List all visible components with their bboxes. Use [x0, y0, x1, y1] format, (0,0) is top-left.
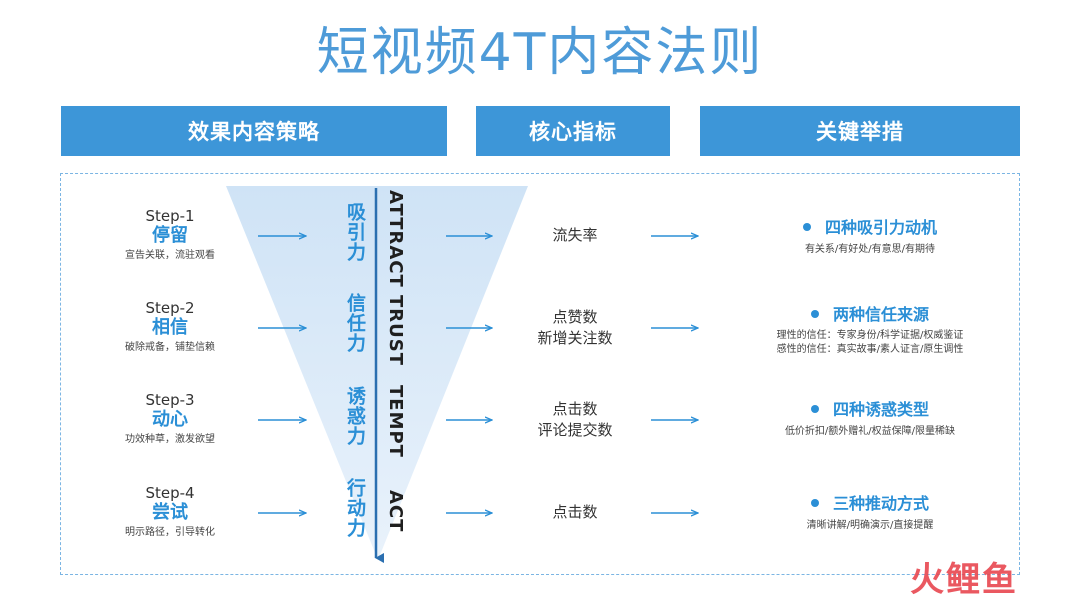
action-1-desc-1: 有关系/有好处/有意思/有期待 — [804, 244, 936, 255]
bullet-icon — [810, 404, 819, 413]
step-1-name: 停留 — [152, 225, 188, 246]
force-tempt-en: TEMPT — [385, 385, 406, 458]
force-attract-cn: 吸引力 — [344, 202, 366, 262]
step-2-name: 相信 — [152, 317, 188, 338]
action-1-title: 四种吸引力动机 — [824, 218, 937, 237]
step-4: Step-4 尝试 明示路径，引导转化 — [110, 484, 230, 540]
force-tempt-cn: 诱惑力 — [344, 386, 366, 446]
metric-1: 流失率 — [515, 225, 635, 246]
force-attract-en: ATTRACT — [385, 190, 406, 288]
step-1-label: Step-1 — [145, 207, 195, 225]
metric-3-line-1: 点击数 — [552, 400, 598, 418]
force-trust-cn: 信任力 — [344, 293, 366, 353]
metric-2: 点赞数 新增关注数 — [515, 307, 635, 349]
metric-3-line-2: 评论提交数 — [537, 421, 613, 439]
action-4-desc-1: 清晰讲解/明确演示/直接提醒 — [806, 520, 934, 531]
metric-4: 点击数 — [515, 502, 635, 523]
action-2-title: 两种信任来源 — [832, 305, 929, 324]
action-4: 三种推动方式 清晰讲解/明确演示/直接提醒 — [735, 493, 1005, 533]
step-2-desc: 破除戒备，铺垫信赖 — [125, 342, 215, 353]
step-2: Step-2 相信 破除戒备，铺垫信赖 — [110, 299, 230, 355]
action-3-title: 四种诱惑类型 — [832, 400, 929, 419]
action-4-title: 三种推动方式 — [832, 494, 929, 513]
force-act-en: ACT — [385, 490, 406, 533]
brand-logo: 火鲤鱼 — [910, 560, 1018, 600]
action-2-desc-1: 理性的信任：专家身份/科学证据/权威鉴证 — [776, 330, 964, 341]
step-2-label: Step-2 — [145, 299, 195, 317]
header-strategy: 效果内容策略 — [61, 106, 447, 156]
content-panel — [60, 173, 1020, 575]
action-2: 两种信任来源 理性的信任：专家身份/科学证据/权威鉴证 感性的信任：真实故事/素… — [735, 304, 1005, 357]
action-3-desc-1: 低价折扣/额外赠礼/权益保障/限量稀缺 — [784, 426, 956, 437]
action-1: 四种吸引力动机 有关系/有好处/有意思/有期待 — [735, 217, 1005, 257]
step-4-desc: 明示路径，引导转化 — [125, 527, 215, 538]
action-2-desc-2: 感性的信任：真实故事/素人证言/原生调性 — [776, 344, 964, 355]
header-metrics: 核心指标 — [476, 106, 670, 156]
step-1-desc: 宣告关联，流驻观看 — [125, 250, 215, 261]
step-4-label: Step-4 — [145, 484, 195, 502]
metric-4-line-1: 点击数 — [552, 503, 598, 521]
metric-3: 点击数 评论提交数 — [515, 399, 635, 441]
metric-2-line-2: 新增关注数 — [537, 329, 613, 347]
step-4-name: 尝试 — [152, 502, 188, 523]
step-1: Step-1 停留 宣告关联，流驻观看 — [110, 207, 230, 263]
action-3: 四种诱惑类型 低价折扣/额外赠礼/权益保障/限量稀缺 — [735, 399, 1005, 439]
step-3-name: 动心 — [152, 409, 188, 430]
step-3-desc: 功效种草，激发欲望 — [125, 434, 215, 445]
bullet-icon — [802, 222, 811, 231]
force-trust-en: TRUST — [385, 295, 406, 366]
step-3: Step-3 动心 功效种草，激发欲望 — [110, 391, 230, 447]
metric-2-line-1: 点赞数 — [552, 308, 598, 326]
metric-1-line-1: 流失率 — [552, 226, 598, 244]
step-3-label: Step-3 — [145, 391, 195, 409]
bullet-icon — [810, 309, 819, 318]
force-act-cn: 行动力 — [344, 478, 366, 538]
header-actions: 关键举措 — [700, 106, 1020, 156]
page-title: 短视频4T内容法则 — [316, 23, 764, 83]
bullet-icon — [810, 498, 819, 507]
